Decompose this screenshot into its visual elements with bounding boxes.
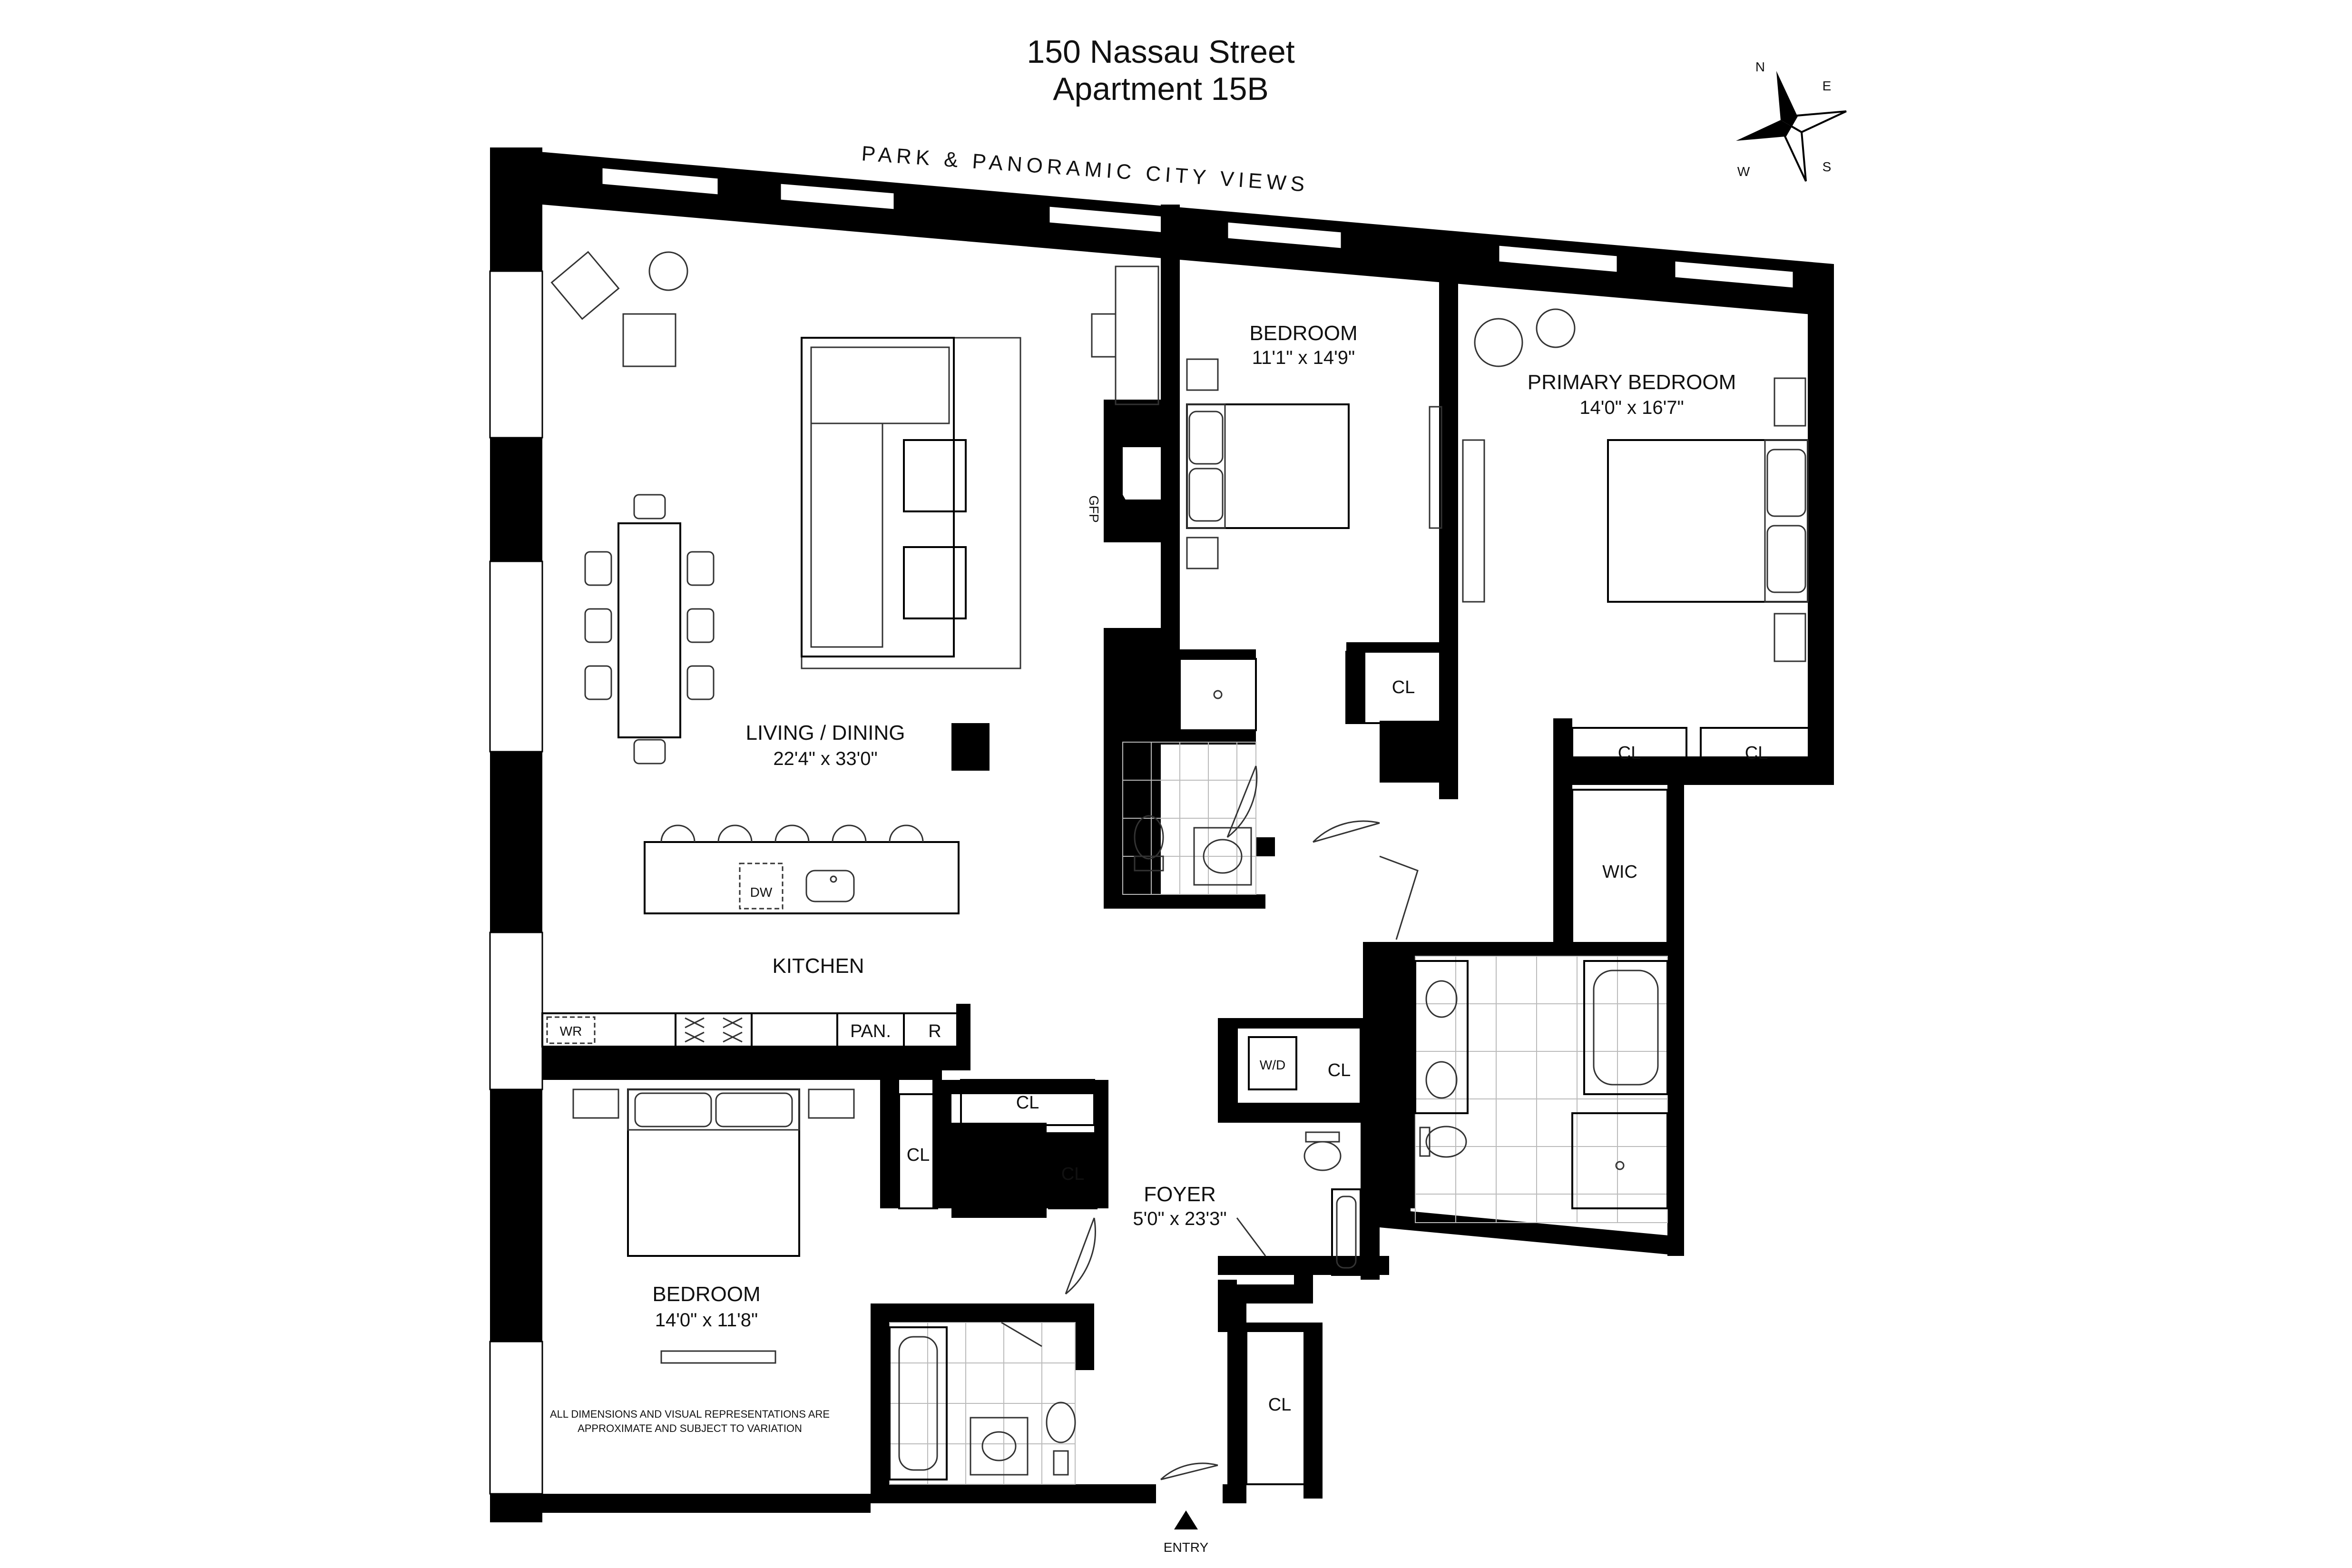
foyer-label: FOYER (1144, 1183, 1216, 1206)
compass-e-label: E (1823, 78, 1832, 93)
address-title: 150 Nassau Street (1027, 34, 1295, 70)
wic-label: WIC (1602, 862, 1637, 882)
doors (1001, 765, 1419, 1480)
dw-label: DW (750, 885, 773, 900)
walk-in-closet (1571, 789, 1668, 948)
closet-label-primary-1: CL (1618, 743, 1641, 763)
wr-label: WR (560, 1024, 582, 1039)
closet-label-foyer-2: CL (1061, 1164, 1085, 1184)
kitchen-counter (541, 1012, 967, 1048)
closets (898, 651, 1813, 1499)
closet-label-laundry: CL (1328, 1060, 1351, 1080)
plan-title: 150 Nassau Street Apartment 15B (761, 33, 1560, 108)
service-bath (1248, 1036, 1362, 1276)
primary-bedroom-furniture (1462, 308, 1809, 662)
compass-s-label: S (1823, 159, 1832, 174)
primary-bedroom-dim: 14'0" x 16'7" (1579, 397, 1684, 418)
disclaimer-line-1: ALL DIMENSIONS AND VISUAL REPRESENTATION… (550, 1408, 830, 1420)
gfp-label: GFP (1087, 495, 1101, 523)
kitchen-wall (542, 1004, 1108, 1218)
primary-bath (1414, 956, 1668, 1223)
compass-w-label: W (1737, 164, 1750, 179)
disclaimer-line-2: APPROXIMATE AND SUBJECT TO VARIATION (578, 1422, 802, 1434)
closet-label-bedroom-north: CL (1392, 677, 1415, 697)
living-furniture (550, 251, 1159, 771)
pantry-label: PAN. (850, 1021, 891, 1041)
bedroom-north-dim: 11'1" x 14'9" (1252, 347, 1355, 368)
bedroom-north-label: BEDROOM (1249, 322, 1357, 345)
refrigerator-label: R (928, 1021, 941, 1041)
unit-subtitle: Apartment 15B (1053, 71, 1269, 107)
primary-bedroom-label: PRIMARY BEDROOM (1528, 371, 1736, 394)
closet-label-entry: CL (1268, 1395, 1292, 1415)
bedroom-south-label: BEDROOM (652, 1283, 760, 1306)
primary-suite-walls (1363, 718, 1834, 1213)
west-wall (489, 147, 543, 1522)
compass-rose-icon (1736, 71, 1847, 182)
closet-label-primary-2: CL (1745, 743, 1768, 763)
bedroom-north-walls (1104, 205, 1458, 909)
foyer-dim: 5'0" x 23'3" (1133, 1208, 1226, 1229)
compass-n-label: N (1755, 59, 1765, 74)
closet-label-foyer-1: CL (1016, 1093, 1039, 1113)
service-column-walls (1218, 1018, 1380, 1332)
washer-dryer-label: W/D (1260, 1058, 1285, 1072)
entry-arrow-icon (1174, 1510, 1198, 1529)
bedroom-north-bath (1122, 658, 1257, 895)
bedroom-north-furniture (1186, 358, 1442, 569)
living-dining-label: LIVING / DINING (746, 721, 905, 745)
living-dining-dim: 22'4" x 33'0" (773, 748, 877, 769)
bedroom-south-bath (889, 1322, 1076, 1485)
kitchen-label: KITCHEN (772, 954, 864, 978)
bedroom-south-furniture (572, 1088, 855, 1364)
closet-label-bedroom-south: CL (907, 1145, 930, 1165)
kitchen-island (644, 824, 960, 914)
south-walls (490, 1256, 1389, 1513)
bedroom-south-dim: 14'0" x 11'8" (655, 1310, 758, 1331)
entry-label: ENTRY (1164, 1540, 1209, 1555)
